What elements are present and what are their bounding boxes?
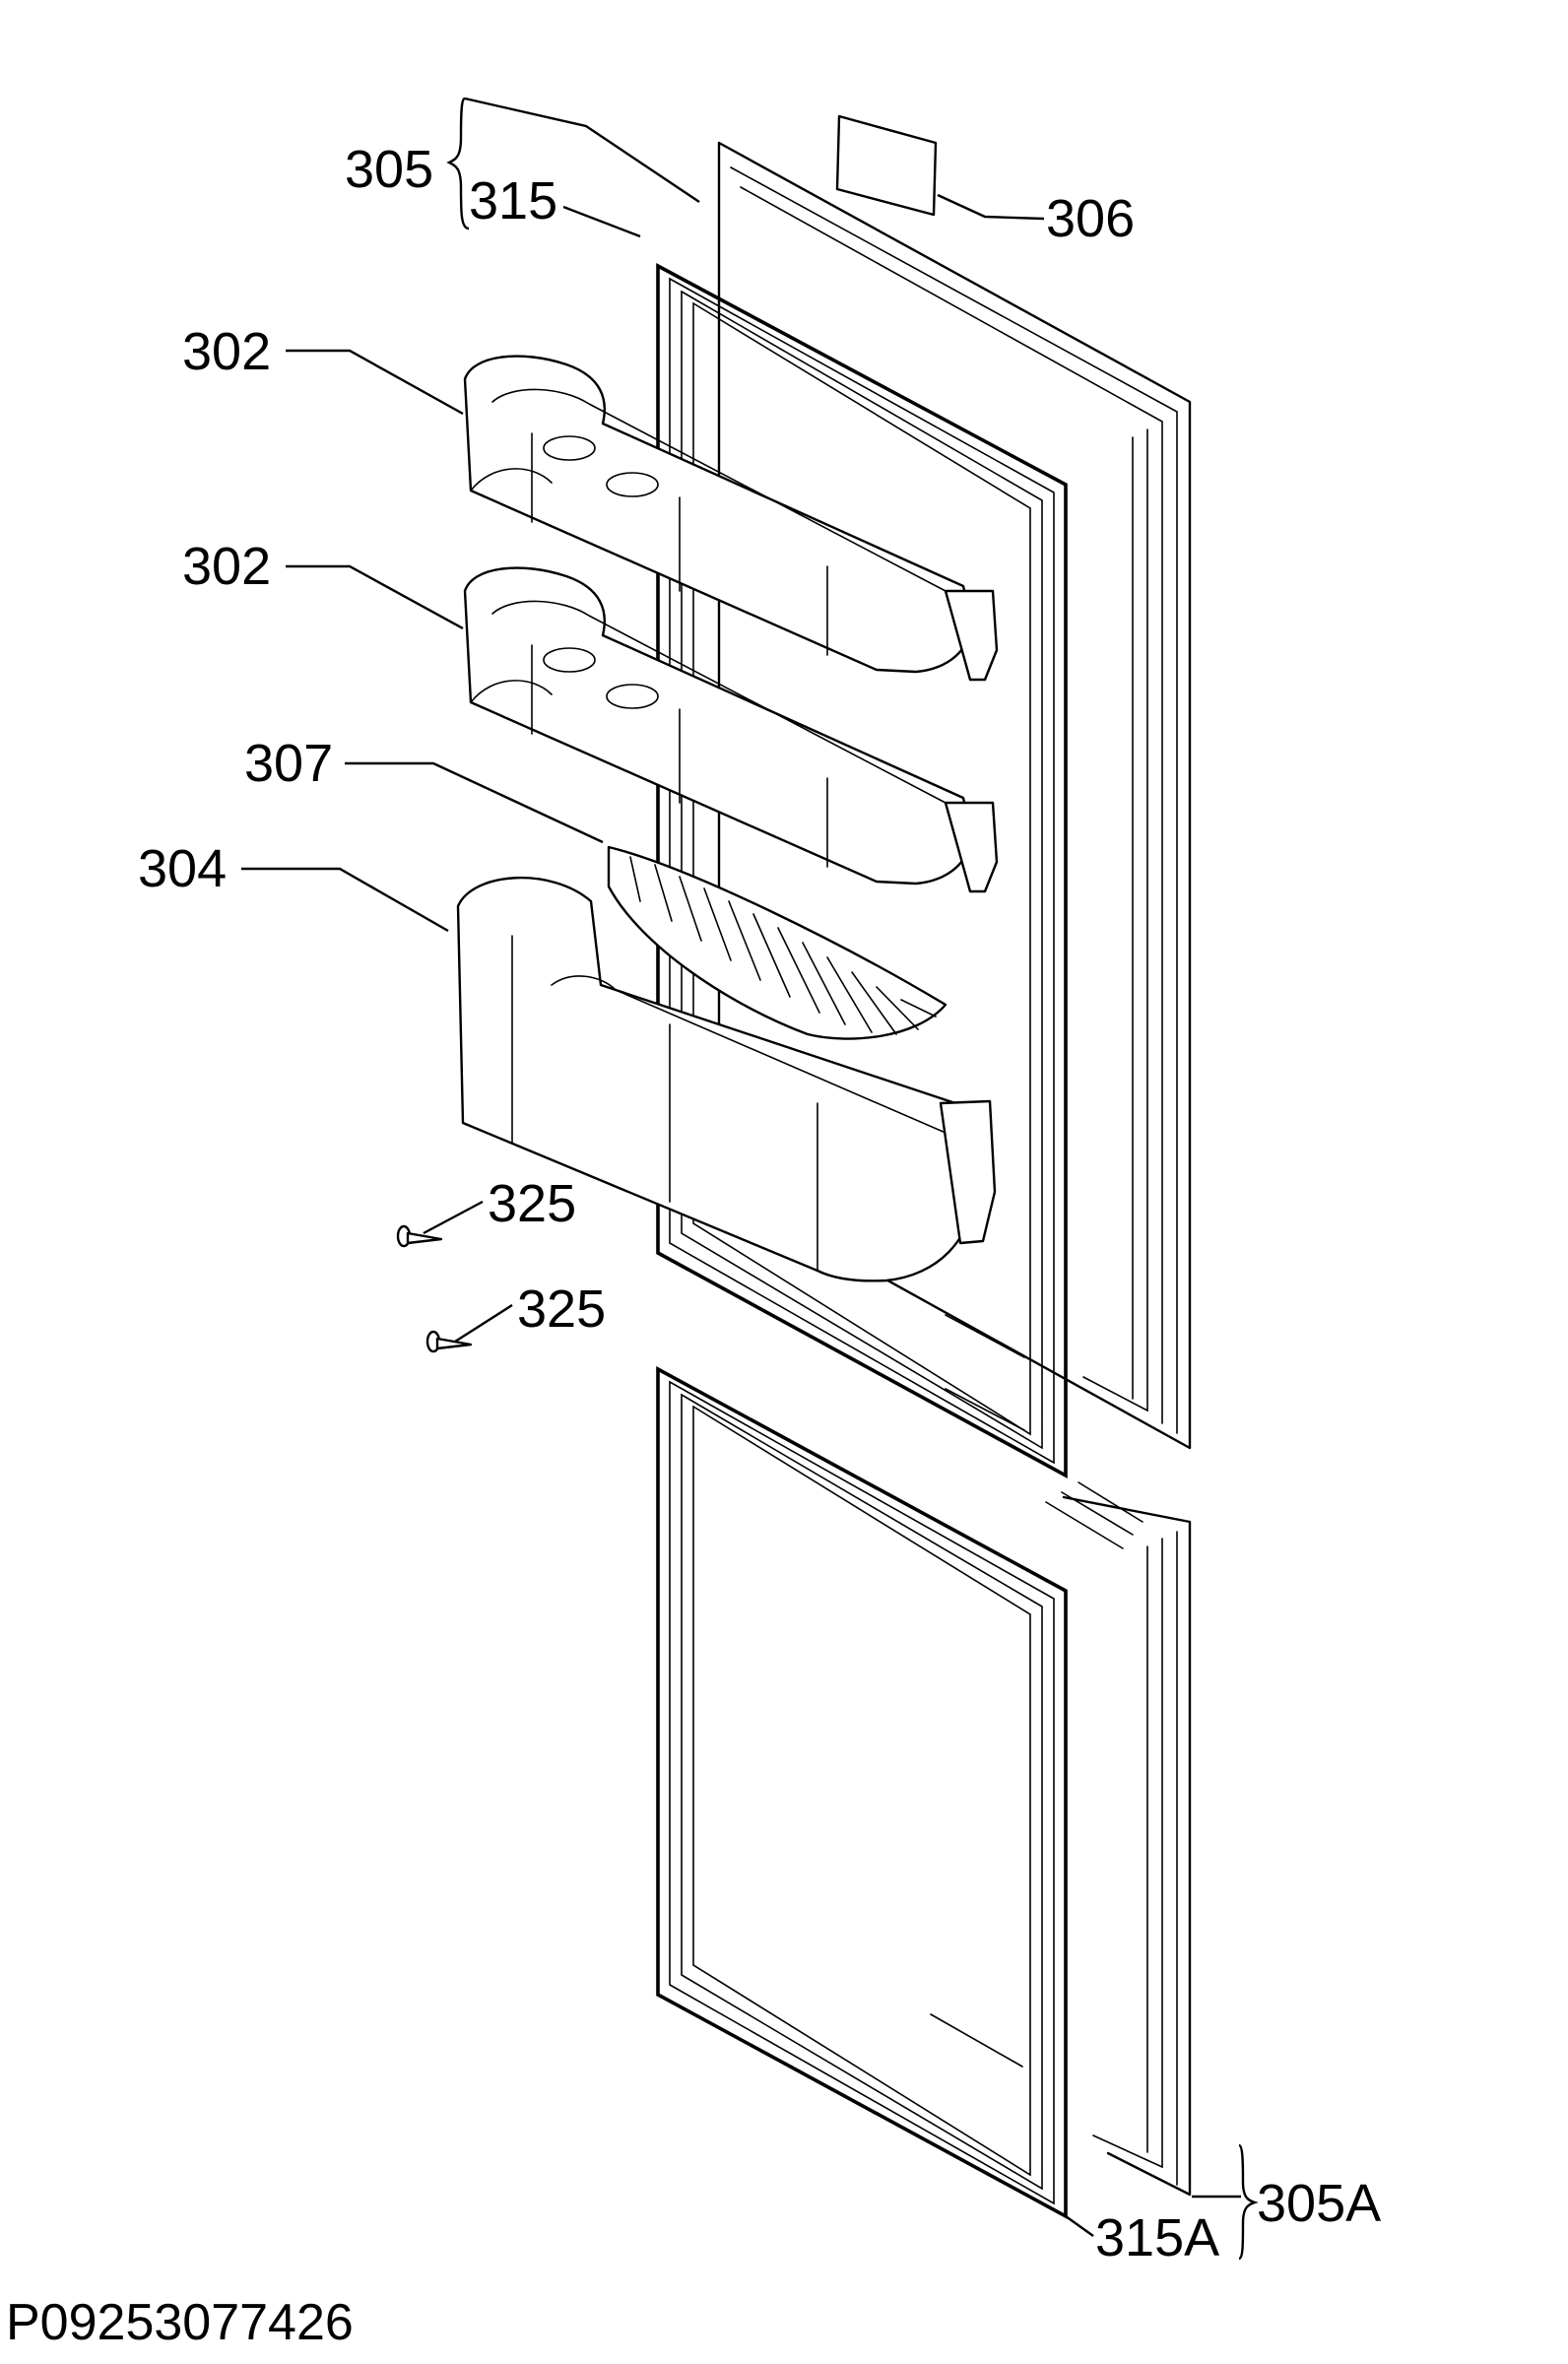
label-302-middle: 302 bbox=[182, 537, 271, 596]
label-315: 315 bbox=[469, 171, 557, 230]
label-302-upper: 302 bbox=[182, 322, 271, 381]
bottle-divider-307 bbox=[607, 845, 947, 1040]
label-325-a: 325 bbox=[488, 1174, 576, 1233]
label-315a: 315A bbox=[1095, 2208, 1219, 2267]
rating-plate-306 bbox=[835, 114, 938, 217]
drawing-code: P09253077426 bbox=[6, 2294, 354, 2351]
door-shelf-302-upper bbox=[463, 355, 999, 682]
screw-325-a bbox=[396, 1224, 443, 1248]
lower-door-305a bbox=[1045, 1481, 1192, 2197]
leader-lines bbox=[241, 97, 1259, 2261]
lower-gasket-315a bbox=[656, 1365, 1068, 2220]
label-325-b: 325 bbox=[517, 1280, 606, 1339]
label-304: 304 bbox=[138, 839, 227, 898]
label-306: 306 bbox=[1046, 189, 1135, 248]
label-305a: 305A bbox=[1257, 2174, 1381, 2233]
bottle-shelf-304 bbox=[456, 877, 997, 1282]
label-305: 305 bbox=[345, 140, 433, 199]
label-307: 307 bbox=[244, 734, 333, 793]
screw-325-b bbox=[425, 1330, 473, 1353]
door-shelf-302-middle bbox=[463, 566, 999, 893]
